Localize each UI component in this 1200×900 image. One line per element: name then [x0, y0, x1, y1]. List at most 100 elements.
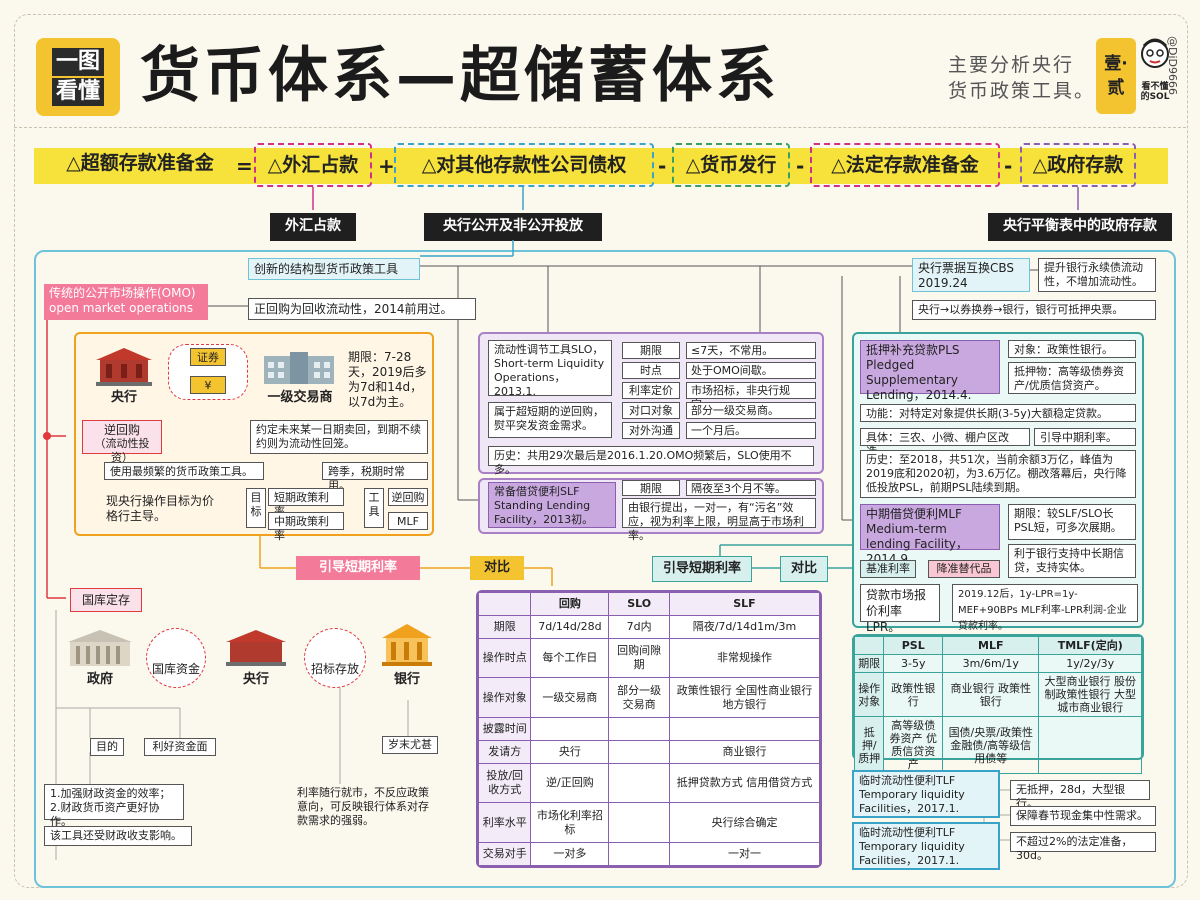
mlf-title: 中期借贷便利MLF Medium-term lending Facility，2… — [860, 504, 1000, 566]
short-rate-label: 短期政策利率 — [268, 488, 344, 518]
tlf2-title: 临时流动性便利TLF Temporary liquidity Facilitie… — [852, 822, 1000, 870]
purpose-list: 1.加强财政资金的效率； 2.财政货币资产更好协作。 — [44, 784, 184, 828]
table-cell: 高等级债券资产 优质信贷资产 — [883, 716, 944, 774]
tool-label: 工具 — [364, 488, 384, 528]
tlf-mid-note: 保障春节现金集中性需求。 — [1010, 806, 1156, 826]
table-cell: 回购间隙期 — [608, 637, 670, 679]
table-cell: 操作对象 — [477, 677, 532, 719]
subtitle-line2: 货币政策工具。 — [948, 80, 1096, 102]
page-title: 货币体系—超储蓄体系 — [140, 41, 780, 111]
eq-term-reserve: △法定存款准备金 — [810, 143, 1000, 187]
table-cell: 抵押贷款方式 信用借贷方式 — [668, 762, 821, 804]
psl-object: 对象：政策性银行。 — [1008, 340, 1136, 358]
central-building-icon — [226, 630, 286, 666]
table-cell: 3-5y — [883, 654, 944, 673]
table-header-cell — [477, 592, 532, 616]
reverse-note: 正回购为回收流动性，2014前用过。 — [248, 298, 476, 320]
reverse-repo-box: 逆回购 （流动性投资） — [82, 420, 162, 464]
dealer-building-icon — [264, 352, 334, 384]
table-cell: 发请方 — [477, 739, 532, 764]
psl-title: 抵押补充贷款PLS Pledged Supplementary Lending，… — [860, 340, 1000, 402]
tlf1-note: 无抵押，28d，大型银行。 — [1010, 780, 1150, 810]
treasury-funds-label: 国库资金 — [151, 662, 200, 676]
bank-label: 银行 — [393, 672, 420, 687]
table-cell — [1038, 716, 1142, 774]
slo-row-value: 一个月后。 — [686, 422, 816, 439]
table-row: 交易对手一对多 一对一 — [477, 842, 821, 866]
table-cell: 1y/2y/3y — [1038, 654, 1142, 673]
table-cell: 交易对手 — [477, 842, 532, 866]
slo-history: 历史：共用29次最后是2016.1.20.OMO频繁后，SLO使用不多。 — [488, 446, 814, 476]
period-note: 期限：7-28天，2019后多为7d和14d，以7d为主。 — [348, 350, 427, 409]
mascot-icon — [1141, 38, 1169, 68]
mlf-benefit: 利于银行支持中长期信贷，支持实体。 — [1008, 544, 1136, 578]
eq-plus: + — [378, 154, 395, 178]
central-bank-label: 央行 — [110, 390, 137, 405]
table-cell: 7d/14d/28d — [530, 614, 610, 639]
page-subtitle: 主要分析央行 货币政策工具。 — [948, 52, 1095, 104]
number-badge-bottom: 贰 — [1107, 78, 1125, 98]
guide-short-rate-mid: 引导短期利率 — [652, 556, 752, 582]
junction-dot — [43, 432, 51, 440]
reverse-repo-sub: （流动性投资） — [94, 437, 150, 464]
most-frequent-note: 使用最频繁的货币政策工具。 — [104, 462, 264, 480]
header-divider — [14, 127, 1186, 128]
table-cell: 一对多 — [530, 842, 610, 866]
table-cell: 期限 — [853, 654, 885, 673]
table-cell: 部分一级交易商 — [608, 677, 670, 719]
purpose-item-2: 2.财政货币资产更好协作。 — [50, 801, 160, 828]
table-header-cell: PSL — [883, 636, 944, 655]
number-badge: 壹· 贰 — [1096, 38, 1136, 114]
psl-history: 历史：至2018，共51次，当前余额3万亿，峰值为2019底和2020初，为3.… — [860, 450, 1136, 498]
table-cell — [608, 739, 670, 764]
main-panel — [34, 250, 1176, 888]
table-cell: 政策性银行 — [883, 672, 944, 717]
table-cell: 一级交易商 — [530, 677, 610, 719]
slo-row-value: ≤7天，不常用。 — [686, 342, 816, 359]
slf-title: 常备借贷便利SLF Standing Lending Facility，2013… — [488, 482, 616, 528]
table-cell: 披露时间 — [477, 717, 532, 741]
table-cell: 商业银行 — [668, 739, 821, 764]
eq-term-currency: △货币发行 — [672, 143, 790, 187]
base-rate-label: 基准利率 — [860, 560, 916, 578]
slo-row-key: 时点 — [622, 362, 680, 379]
table-cell: 7d内 — [608, 614, 670, 639]
tlf2-note: 不超过2%的法定准备，30d。 — [1010, 832, 1156, 862]
table-header-cell: 回购 — [530, 592, 610, 616]
psl-guide: 引导中期利率。 — [1034, 428, 1136, 446]
table-cell: 商业银行 政策性银行 — [942, 672, 1040, 717]
table-cell: 3m/6m/1y — [942, 654, 1040, 673]
purpose-label: 目的 — [90, 738, 124, 756]
table-cell: 每个工作日 — [530, 637, 610, 679]
table-cell: 利率水平 — [477, 802, 532, 844]
table-row: 抵押/质押高等级债券资产 优质信贷资产国债/央票/政策性金融债/高等级信用债等 — [853, 716, 1142, 774]
equation-bar — [34, 148, 1168, 184]
mlf-period: 期限：较SLF/SLO长PSL短，可多次展期。 — [1008, 504, 1136, 540]
badge-bottom: 看懂 — [51, 78, 104, 106]
tool-reverse-repo: 逆回购 — [388, 488, 428, 506]
tlf1-title: 临时流动性便利TLF Temporary liquidity Facilitie… — [852, 770, 1000, 818]
cbs-title: 央行票据互换CBS 2019.24 — [912, 258, 1030, 292]
table-cell: 一对一 — [668, 842, 821, 866]
treasury-funds-circle — [146, 628, 206, 688]
omo-en: open market operations — [49, 301, 194, 315]
tender-label: 招标存放 — [310, 662, 359, 676]
benefit-label: 利好资金面 — [144, 738, 216, 756]
table-cell — [608, 802, 670, 844]
table-cell — [668, 717, 821, 741]
table-cell: 操作对象 — [853, 672, 885, 717]
table-row: 利率水平市场化利率招标央行综合确定 — [477, 802, 821, 844]
guide-short-rate-left: 引导短期利率 — [296, 556, 420, 580]
rrr-cut-substitute: 降准替代品 — [928, 560, 1000, 578]
table-cell — [608, 717, 670, 741]
table-cell — [530, 717, 610, 741]
table-cell: 央行综合确定 — [668, 802, 821, 844]
table-cell: 期限 — [477, 614, 532, 639]
cross-season-note: 跨季，税期时常用。 — [322, 462, 428, 492]
table-cell: 隔夜/7d/14d1m/3m — [668, 614, 821, 639]
price-target-note: 现央行操作目标为价格行主导。 — [106, 494, 215, 523]
